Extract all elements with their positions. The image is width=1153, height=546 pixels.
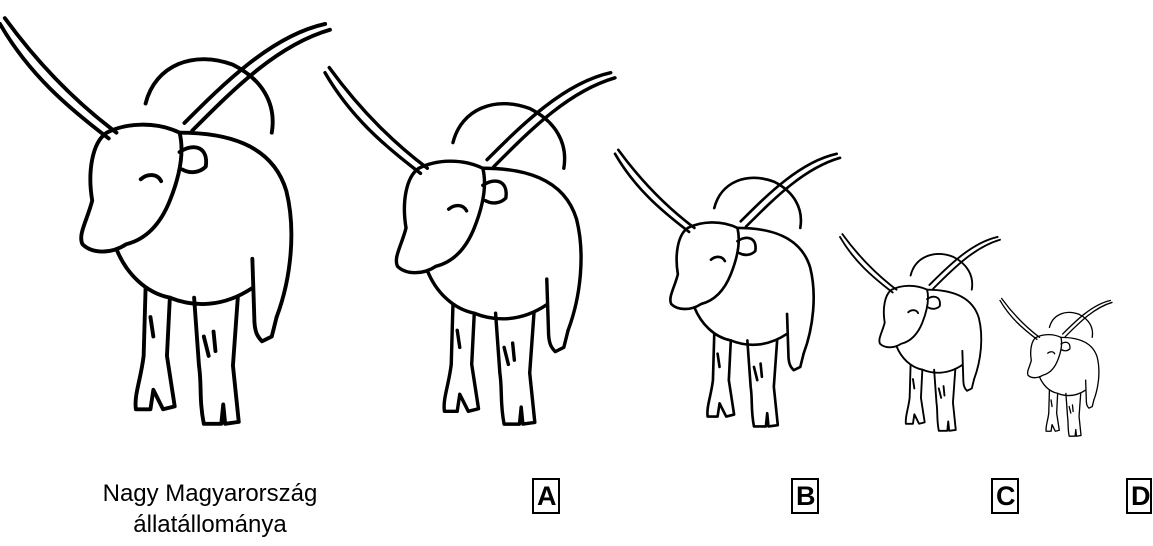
option-c-box[interactable]: C — [991, 478, 1019, 514]
longhorn-cattle-icon — [0, 16, 332, 426]
cattle-drawing-main — [0, 0, 332, 440]
longhorn-cattle-icon — [613, 148, 842, 428]
cattle-drawing-b — [613, 135, 842, 440]
caption: Nagy Magyarország állatállománya — [60, 478, 360, 540]
caption-line-2: állatállománya — [133, 511, 287, 538]
longhorn-cattle-icon — [839, 233, 1001, 432]
longhorn-cattle-icon — [999, 297, 1113, 437]
cattle-drawing-a — [323, 50, 617, 440]
option-b-box[interactable]: B — [791, 478, 819, 514]
option-a-box[interactable]: A — [532, 478, 560, 514]
cattle-drawing-d — [999, 292, 1113, 442]
longhorn-cattle-icon — [323, 65, 617, 426]
cattle-drawing-c — [839, 222, 1001, 442]
option-d-box[interactable]: D — [1126, 478, 1152, 514]
caption-line-1: Nagy Magyarország — [102, 480, 318, 507]
